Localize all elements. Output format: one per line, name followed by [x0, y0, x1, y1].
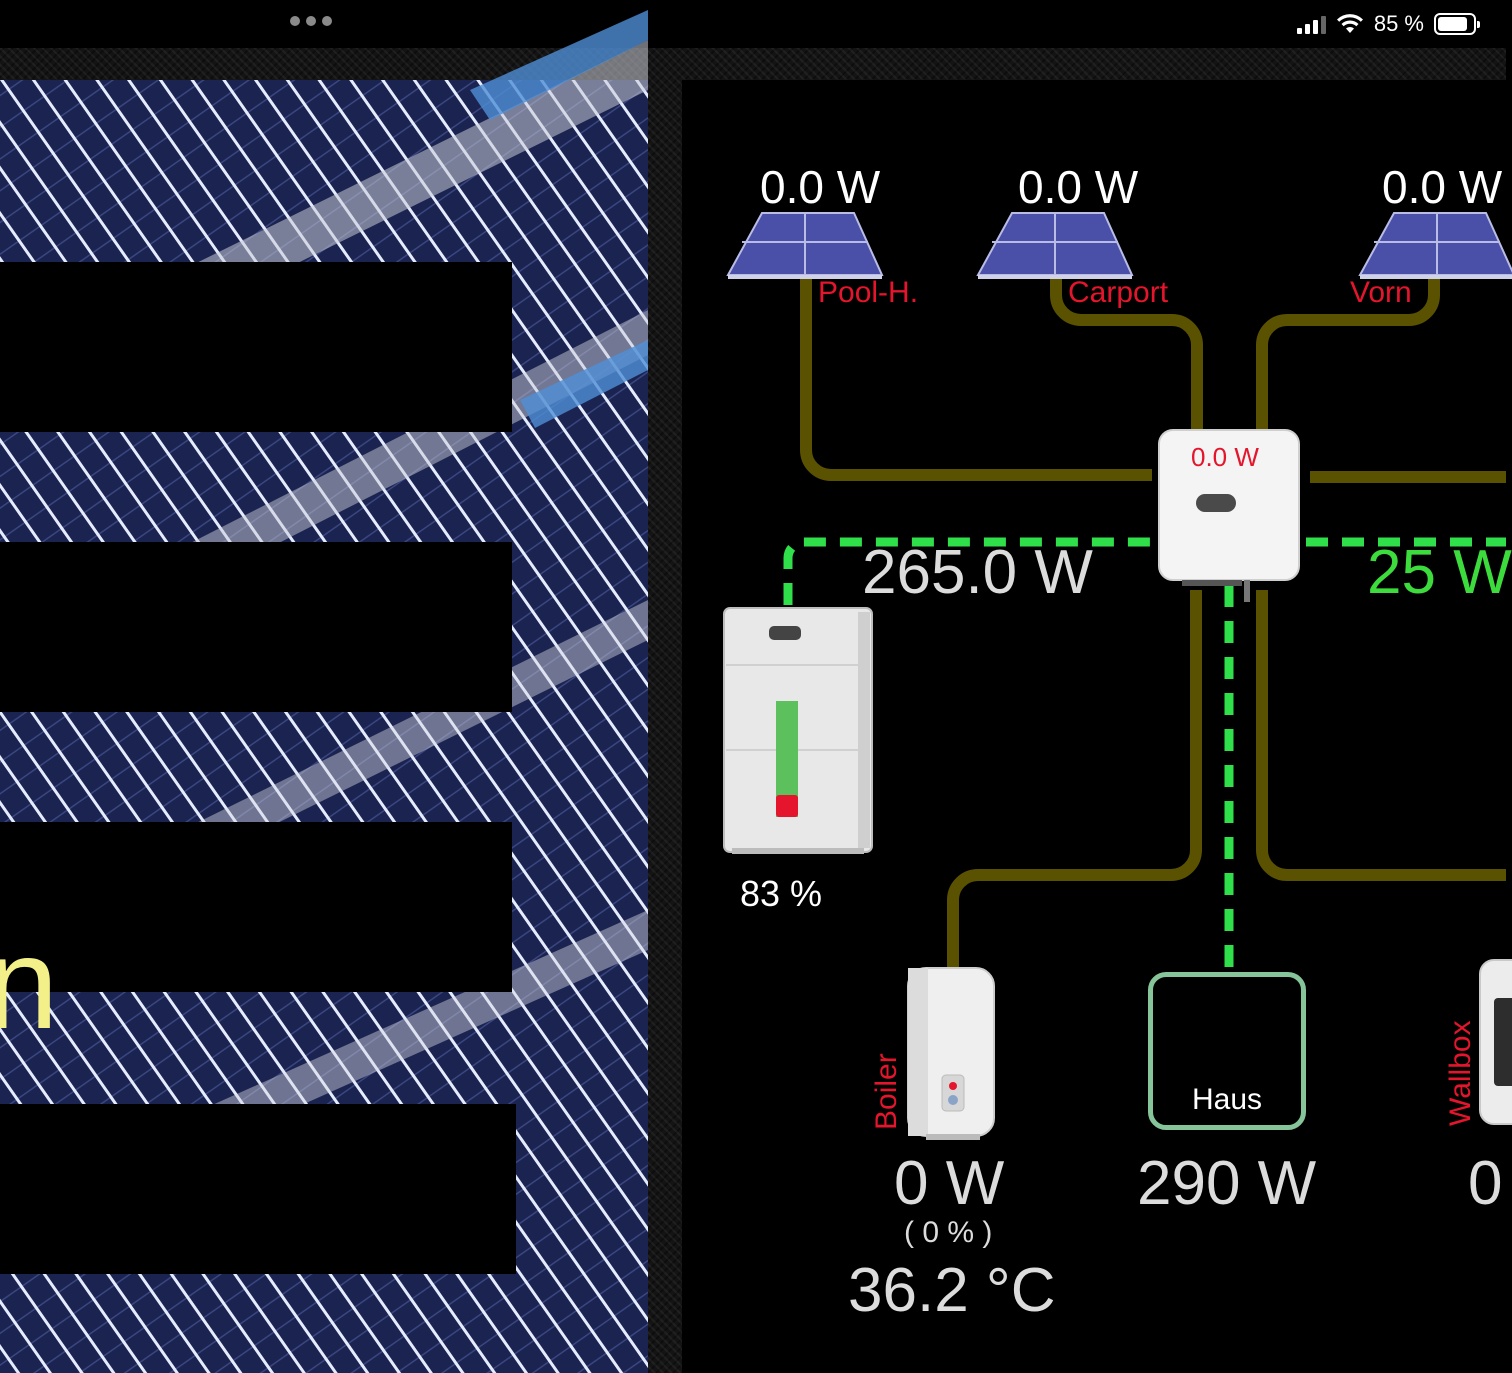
- boiler-percent: ( 0 % ): [904, 1216, 993, 1249]
- info-block-3: [0, 822, 512, 992]
- line-pool-to-inverter: [800, 275, 1152, 481]
- pv-carport-power: 0.0 W: [1018, 161, 1139, 213]
- grid-flow-power: 25 W: [1367, 538, 1512, 607]
- partial-yellow-text: n: [0, 910, 59, 1056]
- line-carport-to-inverter: [1050, 275, 1203, 430]
- battery-soc: 83 %: [740, 873, 823, 914]
- pv-pool-label: Pool-H.: [818, 276, 919, 309]
- status-indicators: 85 %: [1296, 8, 1480, 40]
- line-inverter-to-boiler: [947, 590, 1202, 968]
- pv-pool-power: 0.0 W: [760, 161, 881, 213]
- info-block-2: [0, 542, 512, 712]
- wifi-icon: [1336, 14, 1363, 33]
- inverter-power: 0.0 W: [1191, 442, 1259, 472]
- pv-vorn-power: 0.0 W: [1382, 161, 1503, 213]
- battery-percent: 85 %: [1373, 11, 1424, 36]
- boiler-label: Boiler: [870, 1053, 903, 1130]
- house-label: Haus: [1191, 1083, 1263, 1116]
- pv-vorn-label: Vorn: [1350, 276, 1412, 309]
- wallbox-label: Wallbox: [1444, 1020, 1477, 1126]
- cellular-signal-icon: [1296, 14, 1326, 34]
- line-vorn-to-inverter: [1256, 275, 1440, 430]
- boiler-temperature: 36.2 °C: [848, 1256, 1056, 1325]
- boiler-icon: [907, 967, 995, 1140]
- info-block-1: [0, 262, 512, 432]
- pv-panel-icon-carport: [976, 212, 1134, 279]
- line-inverter-to-wallbox: [1256, 590, 1506, 881]
- multitasking-dots[interactable]: [290, 16, 332, 26]
- pv-carport-label: Carport: [1068, 276, 1169, 309]
- energy-flow-panel: 0.0 W 0.0 W 0.0 W Pool-H. Carport Vorn 0…: [682, 80, 1512, 1373]
- dashed-battery-flow: [783, 537, 1152, 605]
- wallbox-icon: [1479, 959, 1512, 1125]
- battery-level-bar: [776, 701, 798, 817]
- inverter-icon: [1158, 429, 1300, 602]
- battery-flow-power: 265.0 W: [862, 538, 1093, 607]
- house-power: 290 W: [1137, 1149, 1317, 1218]
- boiler-power: 0 W: [894, 1149, 1005, 1218]
- flow-diagram: [723, 212, 1512, 1140]
- status-bar: 85 %: [0, 0, 1506, 48]
- battery-low-indicator: [776, 795, 798, 817]
- house-box: Haus: [1148, 972, 1306, 1130]
- wallbox-power: 0: [1468, 1149, 1503, 1218]
- pv-panel-icon-pool: [726, 212, 884, 279]
- left-panel: n: [0, 10, 648, 1373]
- battery-icon: [1434, 13, 1480, 35]
- pv-panel-icon-vorn: [1358, 212, 1512, 279]
- info-block-4: [0, 1104, 516, 1274]
